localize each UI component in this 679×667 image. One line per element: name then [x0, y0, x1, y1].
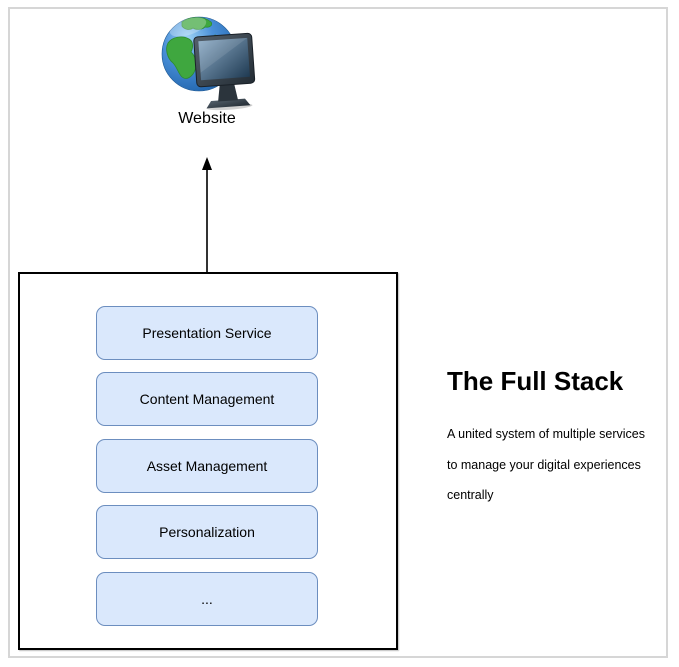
description-line: centrally [447, 488, 494, 502]
stack-item-ellipsis: ... [96, 572, 318, 626]
stack-item-asset-management: Asset Management [96, 439, 318, 493]
stack-item-presentation-service: Presentation Service [96, 306, 318, 360]
stack-container-box: Presentation Service Content Management … [18, 272, 398, 650]
fullstack-description: A united system of multiple services to … [447, 419, 645, 511]
description-line: to manage your digital experiences [447, 457, 641, 472]
globe-monitor-icon [161, 16, 256, 111]
page-border [8, 7, 668, 658]
stack-item-content-management: Content Management [96, 372, 318, 426]
stack-item-personalization: Personalization [96, 505, 318, 559]
connector-arrow [202, 157, 212, 272]
monitor-icon [193, 32, 256, 111]
fullstack-title: The Full Stack [447, 366, 624, 396]
description-line: A united system of multiple services [447, 427, 645, 441]
website-label: Website [178, 110, 236, 127]
